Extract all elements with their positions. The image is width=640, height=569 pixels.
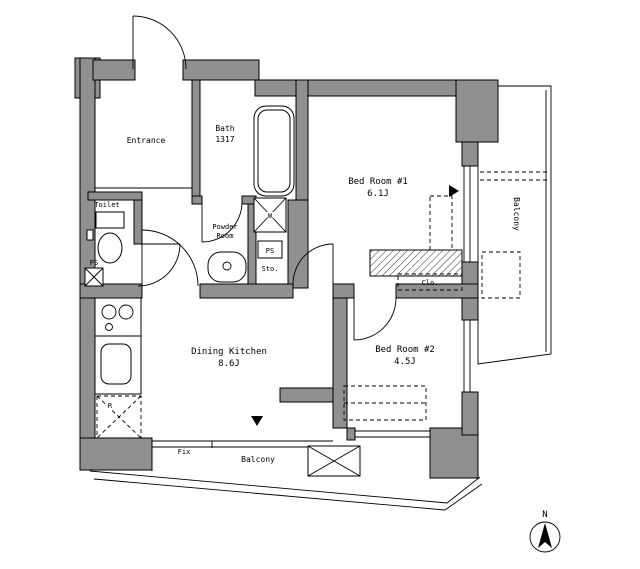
balcony-bottom-outline bbox=[89, 445, 483, 511]
ps-left-label: PS bbox=[90, 259, 98, 267]
balcony-bottom-label: Balcony bbox=[241, 455, 275, 464]
balcony-hatch-box bbox=[307, 445, 361, 477]
balcony-bottom-outer-edge bbox=[89, 470, 481, 504]
wall-bedroom2-right-stub-bottom bbox=[461, 391, 479, 436]
balcony-right-outline bbox=[477, 85, 552, 365]
bathtub bbox=[253, 105, 295, 197]
toilet-label: Toilet bbox=[94, 201, 119, 209]
labels: Entrance Bath 1317 Toilet PS Powder Room… bbox=[90, 124, 548, 520]
bedroom2-door bbox=[353, 297, 397, 341]
wall-bedroom1-right-stub-top bbox=[461, 141, 479, 167]
wall-top-right-column bbox=[455, 79, 499, 143]
balcony-right-edge bbox=[477, 85, 552, 365]
refrigerator-label: R bbox=[108, 402, 113, 410]
refrigerator-diagonal bbox=[96, 395, 142, 439]
compass-north-label: N bbox=[542, 510, 547, 520]
stove-burner bbox=[118, 304, 134, 320]
north-arrow-icon bbox=[538, 523, 552, 548]
dining-kitchen-label: Dining Kitchen bbox=[191, 347, 267, 357]
windows bbox=[152, 166, 471, 448]
bedroom1-marker-icon bbox=[449, 185, 459, 197]
kitchen-counter bbox=[94, 297, 142, 395]
wall-toilet-right bbox=[133, 199, 143, 245]
powder-sink bbox=[207, 251, 247, 283]
doors bbox=[132, 15, 397, 341]
wall-entrance-bath-divider bbox=[191, 79, 201, 197]
wall-powder-top-a bbox=[191, 195, 203, 205]
dk-counter-bar bbox=[279, 387, 334, 403]
washer-space bbox=[253, 197, 287, 233]
wall-bath-bedroom1-divider bbox=[295, 79, 309, 201]
wall-bottom-right-block bbox=[429, 427, 479, 479]
bedroom2-closet-box bbox=[343, 385, 427, 421]
wall-toilet-top bbox=[87, 191, 143, 201]
closet-hatched bbox=[369, 249, 463, 277]
hall-dk-door bbox=[141, 229, 199, 287]
balcony-bottom-outer-edge-2 bbox=[93, 478, 483, 511]
washer-label: W bbox=[268, 212, 273, 220]
ps-center-label: PS bbox=[266, 247, 274, 255]
bedroom2-closet bbox=[343, 385, 427, 421]
bedroom1-area-label: 6.1J bbox=[367, 189, 389, 199]
hatch-box-diagonal bbox=[307, 445, 361, 477]
bedroom2-area-label: 4.5J bbox=[394, 357, 416, 367]
powder-room-label-2: Room bbox=[217, 232, 234, 240]
bedroom1-closet bbox=[369, 249, 463, 291]
fix-window-label: Fix bbox=[178, 448, 191, 456]
wall-top-b bbox=[182, 59, 260, 81]
wall-mid-horizontal-2 bbox=[199, 283, 294, 299]
toilet-bowl bbox=[97, 232, 123, 264]
ps-center-box bbox=[257, 240, 283, 259]
storage-label: Sto. bbox=[262, 265, 279, 273]
bath-size-label: 1317 bbox=[215, 135, 234, 144]
ps-diagonal bbox=[84, 267, 104, 287]
dk-marker-icon bbox=[251, 416, 263, 426]
wall-top-c bbox=[254, 79, 461, 97]
stove-burner-small bbox=[105, 323, 113, 331]
wall-top-a bbox=[92, 59, 136, 81]
compass bbox=[529, 521, 561, 553]
balcony-right-label: Balcony bbox=[512, 197, 521, 231]
ps-left-shaft bbox=[84, 267, 104, 287]
entrance-door bbox=[132, 15, 187, 70]
wall-bedroom2-bottom-stub bbox=[346, 427, 356, 441]
bath-label: Bath bbox=[215, 124, 234, 133]
closet-label: Clo. bbox=[422, 279, 439, 287]
compass-circle bbox=[529, 521, 561, 553]
toilet-paper-holder bbox=[86, 229, 94, 241]
bedroom1-door bbox=[292, 243, 334, 285]
sink-basin bbox=[207, 251, 247, 283]
toilet-fixture bbox=[86, 211, 125, 264]
closet-label-box bbox=[397, 273, 463, 291]
wall-bedroom2-right-stub-top bbox=[461, 297, 479, 321]
toilet-tank bbox=[95, 211, 125, 229]
sink-drain bbox=[222, 261, 232, 271]
kitchen-sink bbox=[100, 343, 132, 385]
bath-door bbox=[201, 201, 243, 243]
wall-bottom-left-block bbox=[79, 437, 153, 471]
bathtub-inner bbox=[257, 109, 291, 193]
wall-dk-bedroom2-divider bbox=[332, 297, 348, 429]
powder-room-label-1: Powder bbox=[212, 223, 237, 231]
bedroom2-label: Bed Room #2 bbox=[375, 345, 435, 355]
walls bbox=[74, 57, 499, 479]
bedroom1-dashed-unit bbox=[429, 195, 453, 251]
stove-burner bbox=[101, 304, 117, 320]
refrigerator-box bbox=[96, 395, 142, 439]
wall-mid-horizontal-3 bbox=[332, 283, 355, 299]
bedroom1-label: Bed Room #1 bbox=[348, 177, 408, 187]
entrance-label: Entrance bbox=[127, 136, 166, 145]
washer-diagonal bbox=[253, 197, 287, 233]
toilet-door bbox=[137, 243, 181, 287]
wall-storage-right bbox=[287, 199, 309, 289]
dining-kitchen-area-label: 8.6J bbox=[218, 359, 240, 369]
refrigerator-space bbox=[96, 395, 142, 439]
wall-bedroom1-right-stub-bottom bbox=[461, 261, 479, 285]
